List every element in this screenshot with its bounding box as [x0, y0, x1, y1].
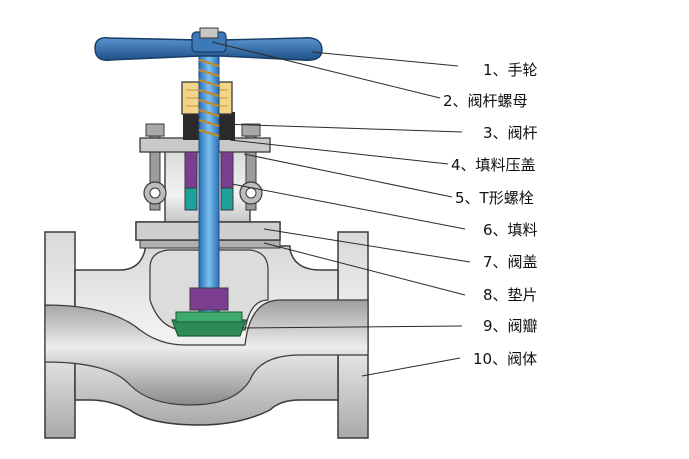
handwheel-nut [199, 27, 219, 39]
label-body: 10、阀体 [473, 350, 537, 368]
leader-4 [229, 139, 449, 165]
label-gasket: 8、垫片 [483, 286, 538, 304]
t-bolts [143, 123, 263, 211]
leader-6 [231, 183, 466, 230]
leader-3 [221, 123, 463, 133]
nut-right [241, 123, 261, 137]
packing-seal-left [184, 187, 198, 211]
disc-holder [189, 287, 229, 311]
leader-2 [211, 41, 441, 99]
nut-left [145, 123, 165, 137]
leader-7 [263, 228, 471, 263]
flow-passage [44, 299, 369, 406]
handwheel [94, 27, 323, 61]
label-bonnet: 7、阀盖 [483, 253, 538, 271]
stem-thread [198, 58, 220, 138]
part-labels: 1、手轮 2、阀杆螺母 3、阀杆 4、填料压盖 5、T形螺栓 6、填料 7、阀盖… [443, 61, 538, 368]
label-disc: 9、阀瓣 [483, 317, 538, 335]
leader-9 [241, 325, 463, 329]
label-handwheel: 1、手轮 [483, 61, 538, 79]
leader-10 [361, 357, 461, 377]
disc-face [175, 311, 243, 323]
packing [184, 151, 234, 211]
label-stem-nut: 2、阀杆螺母 [443, 92, 528, 110]
packing-seal-right [220, 187, 234, 211]
leader-8 [263, 242, 466, 296]
bolt-eye-left-hole [149, 187, 161, 199]
label-t-bolt: 5、T形螺栓 [455, 189, 534, 207]
label-packing: 6、填料 [483, 221, 538, 239]
disc [171, 287, 247, 337]
leader-lines [211, 41, 471, 377]
leader-1 [311, 51, 459, 67]
label-gland: 4、填料压盖 [451, 156, 536, 174]
leader-5 [243, 153, 453, 198]
bolt-eye-right-hole [245, 187, 257, 199]
label-stem: 3、阀杆 [483, 124, 538, 142]
